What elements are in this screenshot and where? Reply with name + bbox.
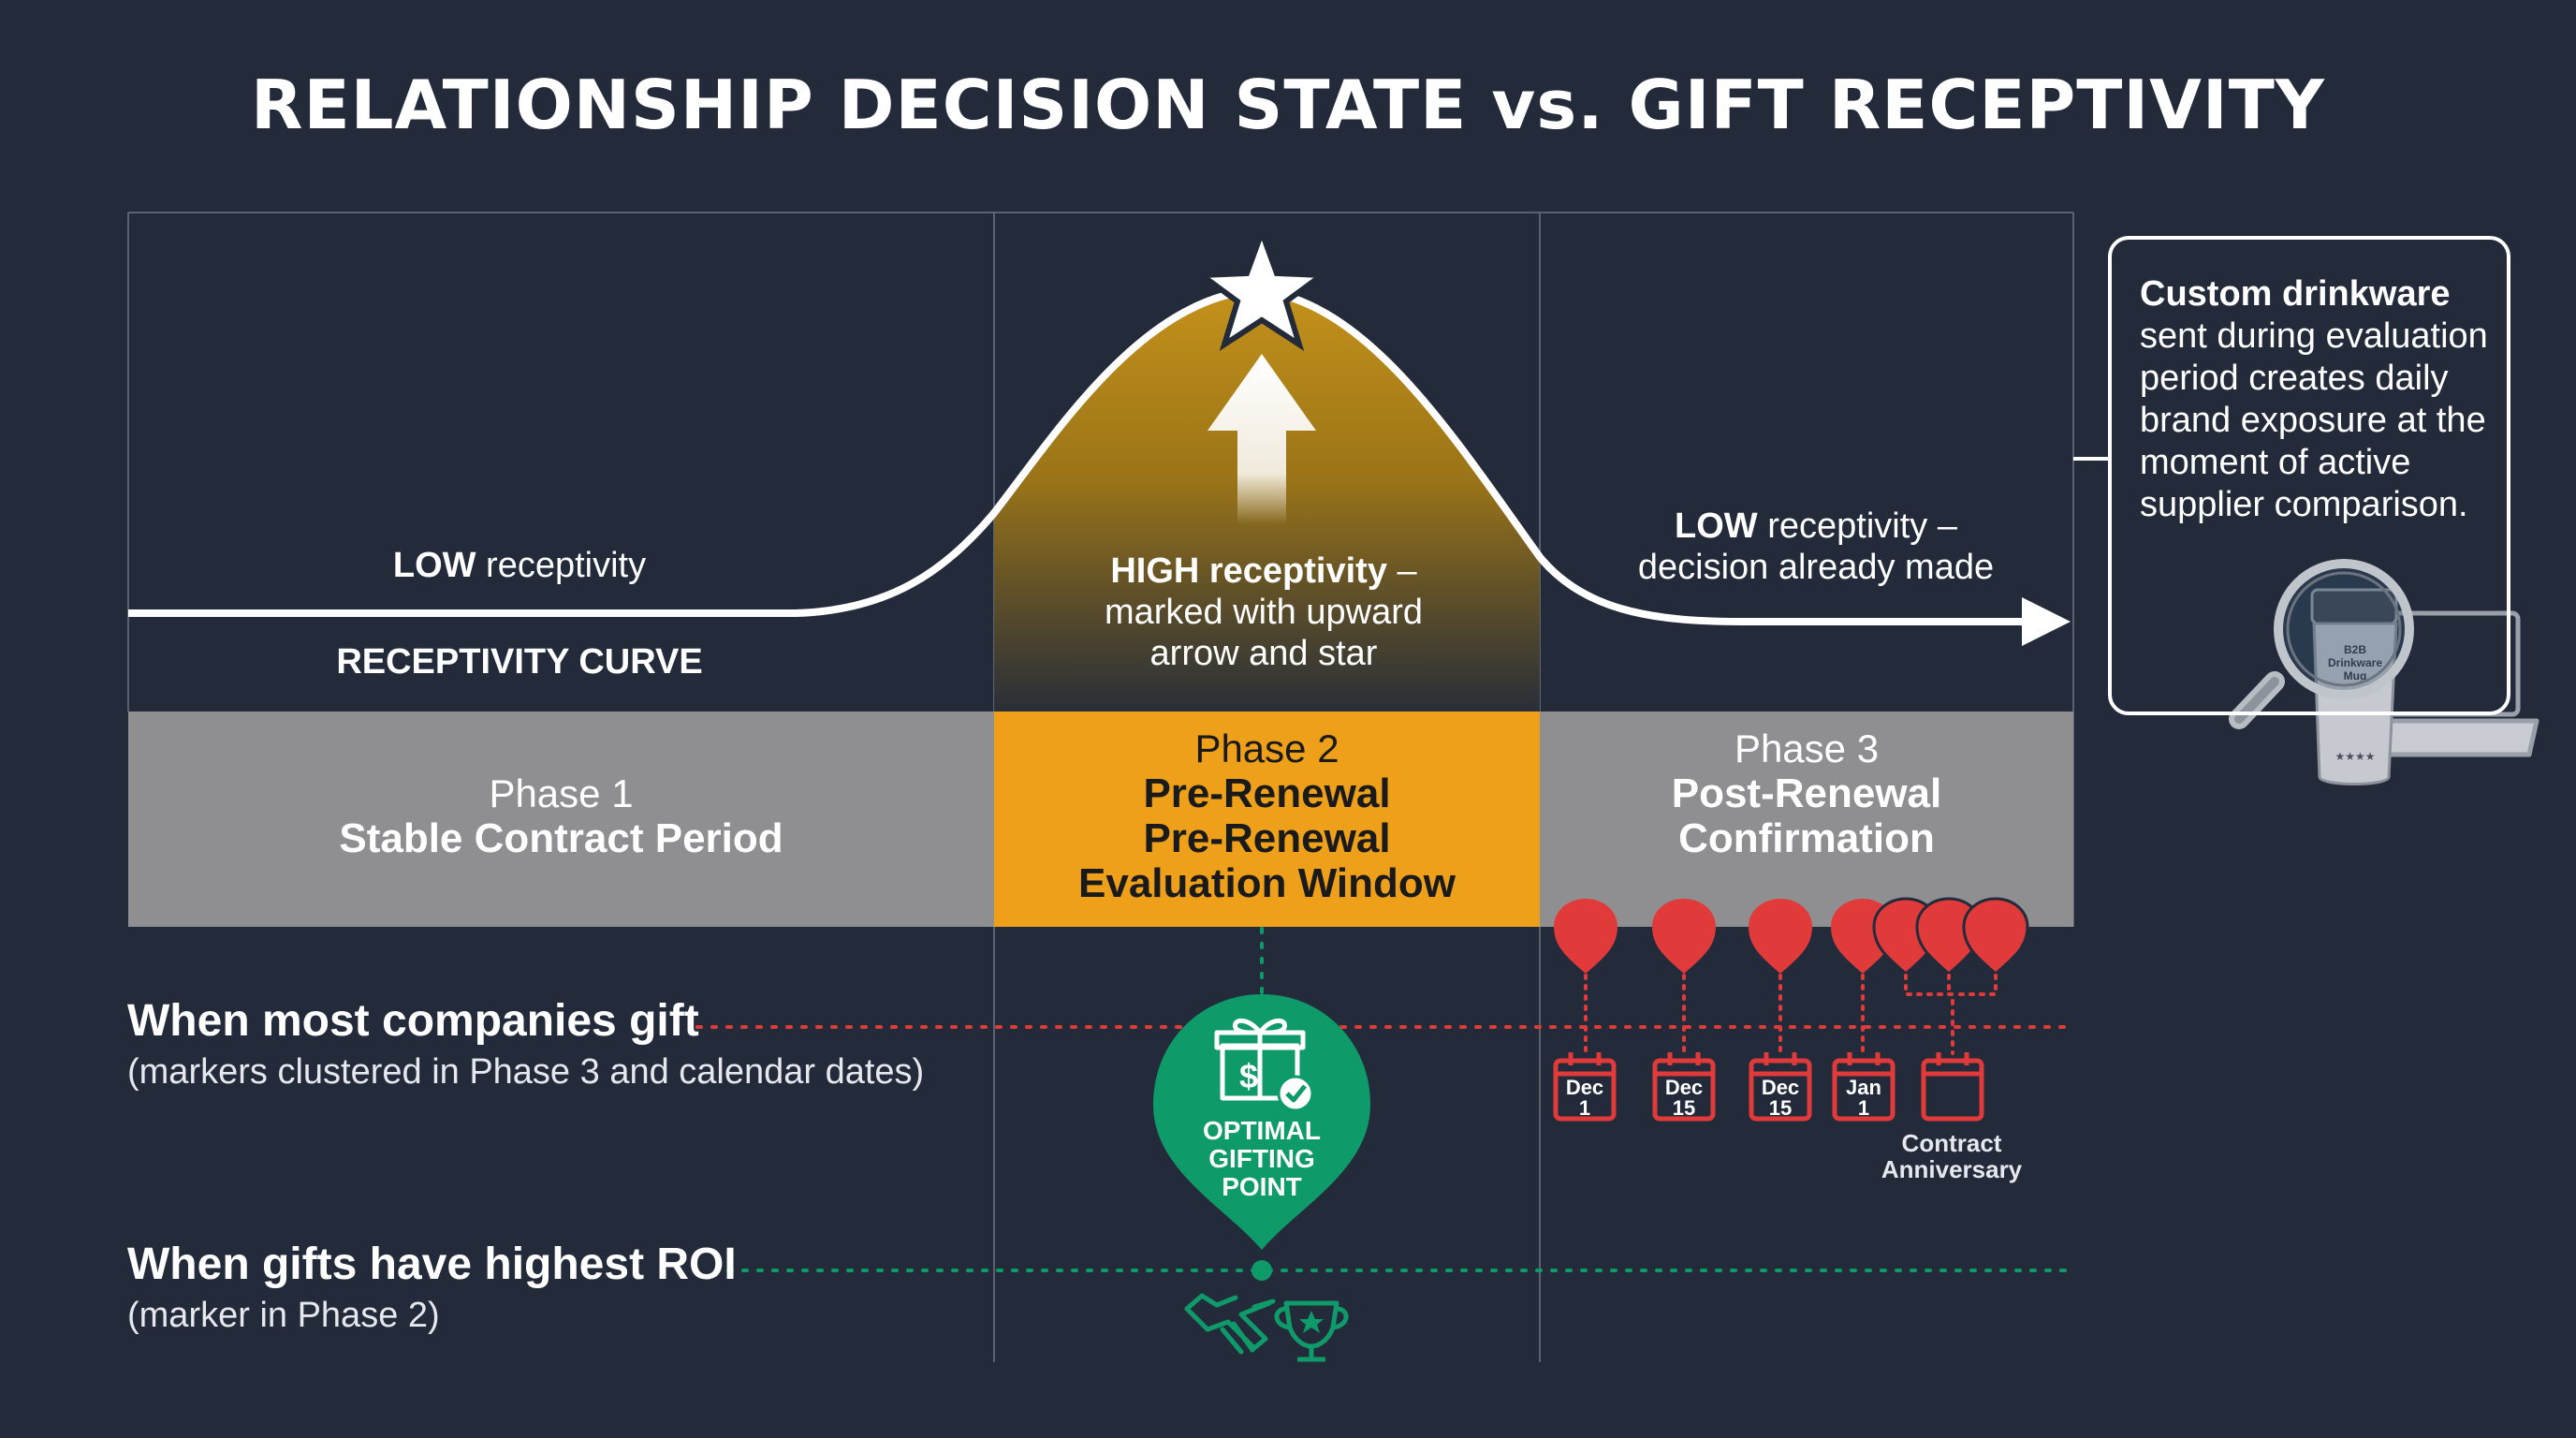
most-companies-section: When most companies gift (markers cluste… — [127, 995, 924, 1093]
map-pin-icon — [1554, 899, 1617, 974]
phase-2-label: Phase 2 Pre-Renewal Pre-Renewal Evaluati… — [994, 726, 1540, 906]
calendar-3-text: Dec 15 — [1751, 1078, 1809, 1119]
optimal-pin — [1153, 994, 1370, 1281]
callout-strong: Custom drinkware — [2140, 274, 2451, 314]
calendar-3-month: Dec — [1761, 1076, 1800, 1099]
calendar-1-text: Dec 1 — [1556, 1078, 1614, 1119]
calendar-2-month: Dec — [1664, 1076, 1704, 1099]
calendar-icon — [1921, 1052, 1984, 1122]
gift-dollar-icon — [1214, 1018, 1314, 1112]
map-pin-icon — [1962, 897, 2029, 976]
highest-roi-heading: When gifts have highest ROI — [127, 1240, 737, 1289]
drinkware-callout-text: Custom drinkware sent during evaluation … — [2140, 273, 2496, 526]
phase-2-number: Phase 2 — [1194, 726, 1339, 770]
optimal-line-3: POINT — [1222, 1172, 1302, 1201]
optimal-gifting-label: OPTIMAL GIFTING POINT — [1168, 1117, 1355, 1201]
phase-3-name-1: Post-Renewal — [1671, 770, 1942, 816]
contract-anniversary-line-1: Contract — [1901, 1129, 2002, 1157]
drinkware-callout — [2108, 236, 2510, 715]
callout-line-4: moment of active — [2140, 443, 2411, 482]
phase-1-name: Stable Contract Period — [339, 815, 783, 861]
phase-1-label: Phase 1 Stable Contract Period — [128, 771, 994, 861]
mug-stars: ★★★★ — [2334, 750, 2375, 763]
trophy-icon — [1274, 1300, 1349, 1362]
calendar-4-month: Jan — [1846, 1076, 1881, 1099]
map-pin-icon — [1749, 899, 1812, 974]
highest-roi-sub: (marker in Phase 2) — [127, 1296, 440, 1335]
dollar-glyph: $ — [1239, 1057, 1258, 1095]
handshake-icon — [1184, 1293, 1276, 1355]
star-icon — [1193, 224, 1330, 352]
receptivity-curve-label: RECEPTIVITY CURVE — [336, 642, 703, 682]
callout-line-5: supplier comparison. — [2140, 485, 2468, 524]
up-arrow-icon — [1208, 354, 1316, 524]
calendar-icon — [1749, 1052, 1812, 1122]
mug-label-3: Mug — [2344, 669, 2367, 682]
phase-3-band — [1540, 712, 2073, 927]
calendar-3-day: 15 — [1768, 1096, 1793, 1120]
mug-label-2: Drinkware — [2328, 656, 2382, 669]
map-pin-icon — [1652, 899, 1716, 974]
most-companies-sub: (markers clustered in Phase 3 and calend… — [127, 1052, 925, 1092]
highest-roi-section: When gifts have highest ROI (marker in P… — [127, 1239, 737, 1336]
calendar-1-day: 1 — [1578, 1096, 1591, 1120]
phase-2-name-2: Pre-Renewal — [1143, 815, 1391, 861]
phase-2-name-3: Evaluation Window — [1078, 860, 1456, 906]
low-receptivity-right: LOW receptivity – decision already made — [1637, 506, 1995, 587]
calendar-2-text: Dec 15 — [1655, 1078, 1713, 1119]
calendar-icon — [1652, 1052, 1716, 1122]
red-markers — [1553, 897, 2029, 1122]
calendar-1-month: Dec — [1565, 1076, 1604, 1099]
phase-2-band — [994, 712, 1540, 927]
callout-line-1: sent during evaluation — [2140, 316, 2488, 356]
phase-1-band — [128, 712, 994, 927]
calendar-4-day: 1 — [1857, 1096, 1870, 1120]
callout-line-3: brand exposure at the — [2140, 401, 2486, 440]
mug-label-1: B2B — [2344, 643, 2366, 656]
contract-anniversary-label: Contract Anniversary — [1863, 1130, 2041, 1182]
mug-icon — [2310, 588, 2398, 785]
contract-anniversary-line-2: Anniversary — [1881, 1155, 2023, 1183]
phase-3-number: Phase 3 — [1734, 726, 1880, 770]
callout-line-2: period creates daily — [2140, 359, 2449, 398]
calendar-4-text: Jan 1 — [1835, 1078, 1893, 1119]
phase-2-name-1: Pre-Renewal — [1143, 770, 1391, 816]
high-receptivity-label: HIGH receptivity – marked with upward ar… — [1104, 551, 1424, 673]
phase-3-label: Phase 3 Post-Renewal Confirmation — [1540, 726, 2073, 861]
calendar-icon — [1553, 1052, 1617, 1122]
low-receptivity-left: LOW receptivity — [392, 546, 647, 585]
phase-1-number: Phase 1 — [489, 771, 634, 815]
calendar-2-day: 15 — [1672, 1096, 1696, 1120]
optimal-line-2: GIFTING — [1208, 1144, 1315, 1173]
calendar-icon — [1832, 1052, 1895, 1122]
curve-arrowhead — [2022, 597, 2071, 646]
phase-3-name-2: Confirmation — [1678, 815, 1935, 861]
most-companies-heading: When most companies gift — [127, 996, 699, 1046]
page-title: RELATIONSHIP DECISION STATE vs. GIFT REC… — [251, 66, 2325, 144]
optimal-line-1: OPTIMAL — [1203, 1116, 1321, 1145]
